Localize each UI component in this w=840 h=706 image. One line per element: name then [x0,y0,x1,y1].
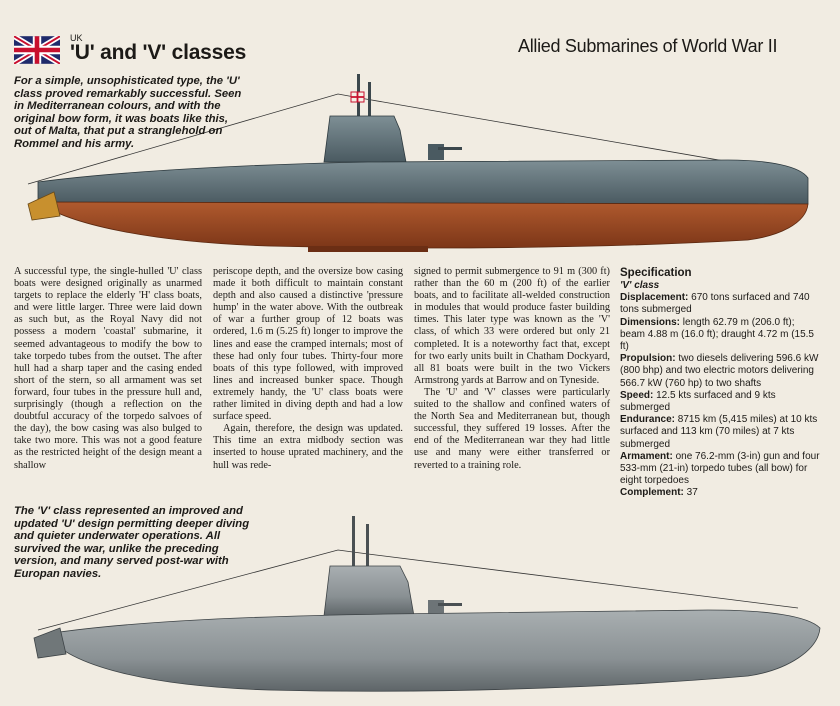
specification-title: Specification [620,267,692,279]
spec-row-speed: Speed: 12.5 kts surfaced and 9 kts subme… [620,389,776,414]
specification-class: 'V' class [620,280,660,291]
body-paragraph: periscope depth, and the oversize bow ca… [213,266,403,423]
specification-panel: Specification 'V' class Displacement: 67… [620,266,820,500]
body-column-3: signed to permit submergence to 91 m (30… [414,266,610,472]
spec-row-propulsion: Propulsion: two diesels delivering 596.6… [620,353,819,389]
series-title: Allied Submarines of World War II [518,36,778,56]
u-class-submarine-illustration [27,74,809,252]
v-class-caption: The 'V' class represented an improved an… [14,505,250,580]
body-paragraph: Again, therefore, the design was updated… [213,423,403,471]
v-class-submarine-illustration [33,516,821,692]
spec-row-displacement: Displacement: 670 tons surfaced and 740 … [620,292,810,316]
spec-row-armament: Armament: one 76.2-mm (3-in) gun and fou… [620,450,820,487]
body-column-2: periscope depth, and the oversize bow ca… [213,266,403,472]
body-paragraph: signed to permit submergence to 91 m (30… [414,266,610,386]
body-column-1: A successful type, the single-hulled 'U'… [14,266,202,472]
spec-row-dimensions: Dimensions: length 62.79 m (206.0 ft); b… [620,316,814,353]
spec-row-endurance: Endurance: 8715 km (5,415 miles) at 10 k… [620,414,818,450]
union-jack-flag-icon [14,36,60,64]
country-label: UK [70,33,83,43]
u-class-caption: For a simple, unsophisticated type, the … [14,75,242,150]
page-title: 'U' and 'V' classes [70,41,247,64]
body-paragraph: The 'U' and 'V' classes were particularl… [414,386,610,471]
spec-row-complement: Complement: 37 [620,487,698,499]
body-paragraph: A successful type, the single-hulled 'U'… [14,266,202,471]
